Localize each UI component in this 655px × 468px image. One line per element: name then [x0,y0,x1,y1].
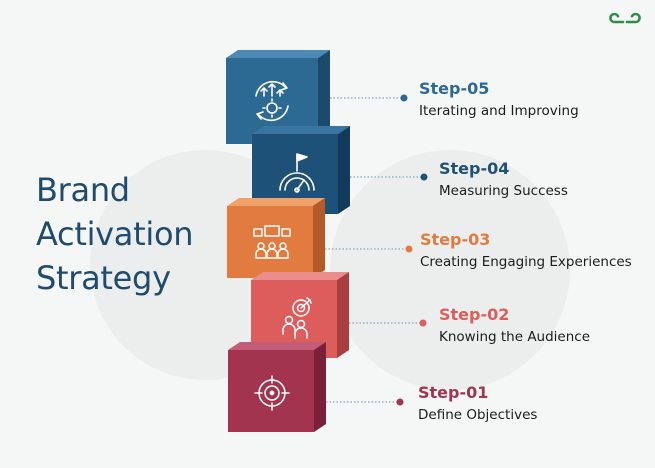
step-04-number: Step-04 [439,159,510,178]
title-line-1: Brand [36,171,130,209]
step-01-label: Step-01 Define Objectives [418,383,537,424]
gauge-flag-icon [279,153,315,193]
audience-screen-icon [253,225,291,259]
step-04-description: Measuring Success [439,183,568,199]
title-line-2: Activation [36,215,194,253]
step-01-description: Define Objectives [418,407,538,423]
title-line-3: Strategy [36,259,171,297]
step-02-description: Knowing the Audience [439,329,591,345]
cycle-gear-icon [255,80,289,122]
step-04-label: Step-04 Measuring Success [439,159,568,200]
step-02-number: Step-02 [439,305,510,324]
step-01-number: Step-01 [418,383,489,402]
page-title: Brand Activation Strategy [36,168,236,300]
connector-step-01 [326,398,404,406]
step-01-cube [228,342,332,434]
step-02-label: Step-02 Knowing the Audience [439,305,590,346]
step-05-number: Step-05 [419,79,490,98]
step-03-number: Step-03 [420,230,491,249]
connector-step-04 [350,173,428,181]
connector-step-02 [349,319,427,327]
step-03-label: Step-03 Creating Engaging Experiences [420,230,632,271]
background-circle-right [330,150,570,390]
step-03-cube [227,198,331,280]
step-03-description: Creating Engaging Experiences [420,254,632,270]
connector-step-03 [325,245,413,253]
geeksforgeeks-logo-icon [609,12,641,31]
target-people-icon [282,297,312,339]
crosshair-icon [254,375,290,411]
step-05-description: Iterating and Improving [419,103,579,119]
step-05-label: Step-05 Iterating and Improving [419,79,579,120]
connector-step-05 [330,94,408,102]
